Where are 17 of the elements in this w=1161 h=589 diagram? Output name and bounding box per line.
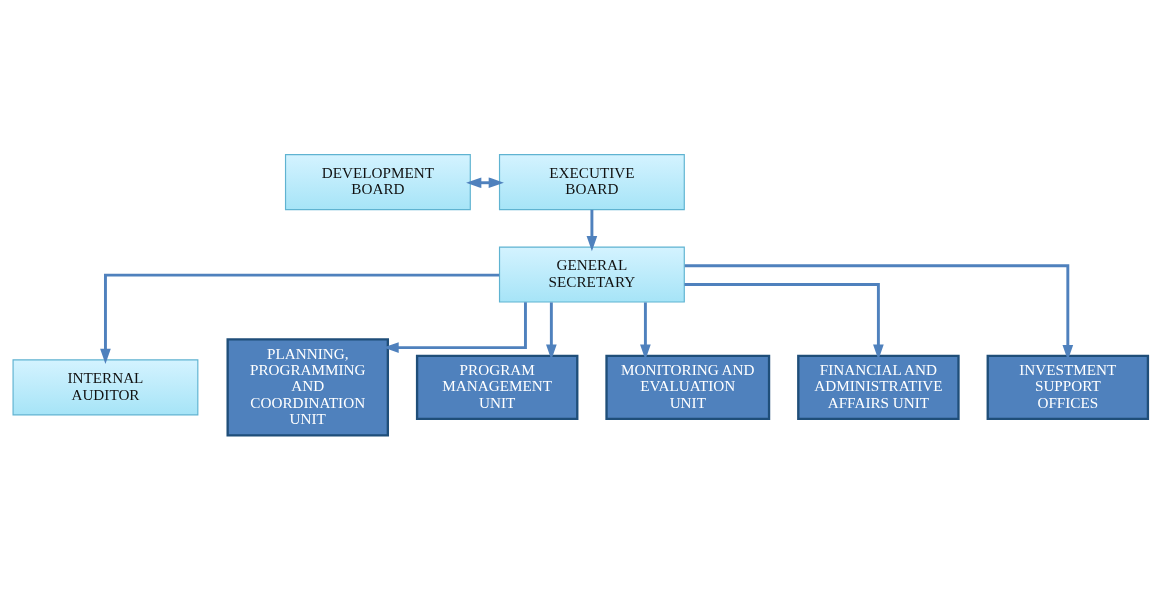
- arrow: [546, 301, 557, 360]
- arrow: [684, 282, 884, 360]
- arrow: [466, 176, 504, 188]
- arrow: [684, 263, 1074, 360]
- node-box: FINANCIAL AND ADMINISTRATIVE AFFAIRS UNIT: [797, 354, 960, 420]
- arrow: [640, 301, 651, 360]
- arrow: [383, 301, 527, 353]
- node-box: PLANNING, PROGRAMMING AND COORDINATION UNIT: [226, 337, 390, 436]
- node-box: EXECUTIVE BOARD: [498, 153, 685, 210]
- arrow: [586, 209, 598, 251]
- node-box: GENERAL SECRETARY: [498, 245, 685, 303]
- node-box: INTERNAL AUDITOR: [12, 358, 199, 415]
- node-box: INVESTMENT SUPPORT OFFICES: [986, 354, 1150, 420]
- node-box: MONITORING AND EVALUATION UNIT: [605, 354, 771, 420]
- node-box: PROGRAM MANAGEMENT UNIT: [415, 354, 579, 420]
- node-box: DEVELOPMENT BOARD: [284, 153, 471, 210]
- arrow: [100, 273, 500, 364]
